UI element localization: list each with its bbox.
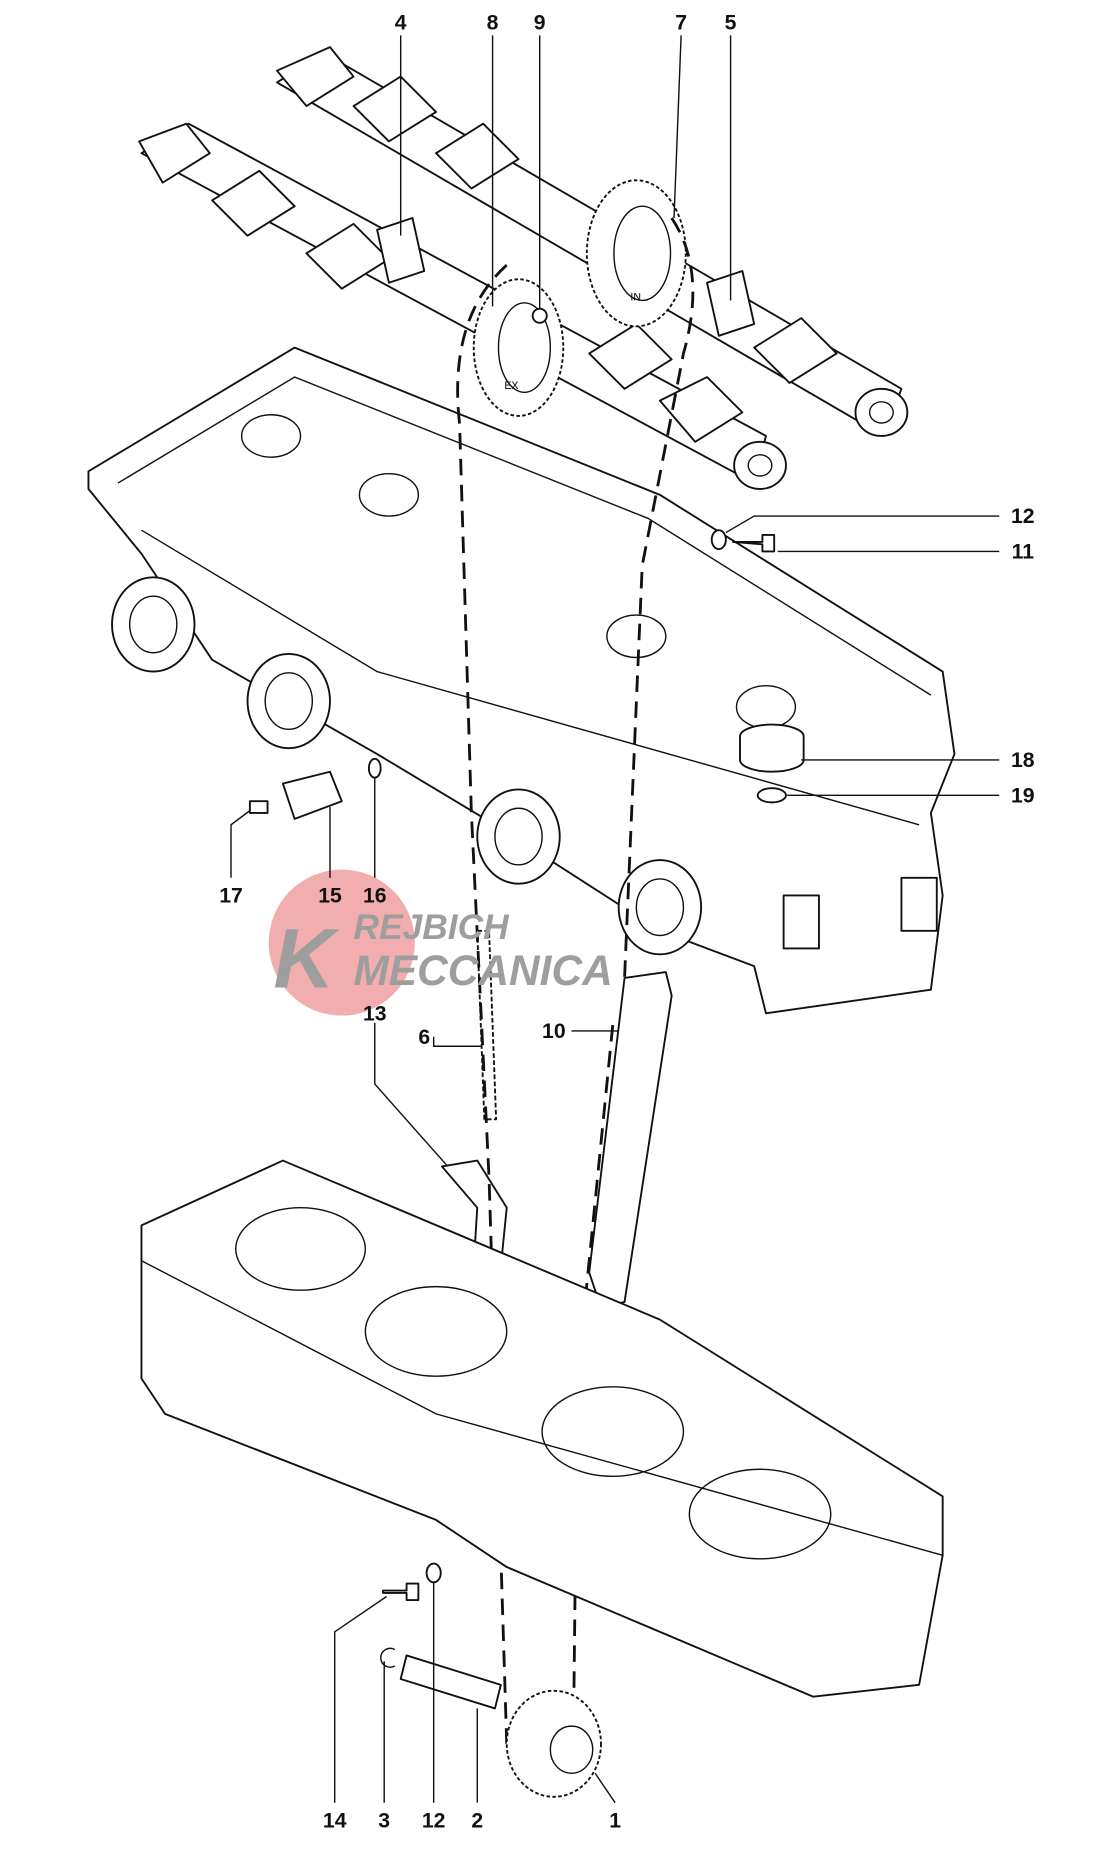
callout-17: 17	[219, 885, 243, 908]
callouts: 4 8 9 7 5 12 11 18 19 17 15 16 13 6 10 1…	[219, 11, 1035, 1832]
callout-14: 14	[323, 1809, 347, 1832]
watermark-line2: MECCANICA	[354, 947, 613, 994]
sprocket-bolt	[531, 307, 548, 324]
camshaft-exhaust	[138, 122, 787, 490]
callout-6: 6	[418, 1026, 430, 1049]
gasket-16	[367, 757, 382, 779]
chain-path-right	[623, 217, 695, 978]
sprocket-intake: IN	[585, 179, 687, 328]
callout-1: 1	[609, 1809, 621, 1832]
callout-18: 18	[1011, 749, 1035, 772]
callout-8: 8	[487, 11, 499, 34]
callout-11: 11	[1012, 540, 1035, 563]
watermark-line1: REJBICH	[354, 908, 511, 947]
watermark-logo: K REJBICH MECCANICA	[268, 869, 613, 1016]
bolt-14	[382, 1582, 420, 1601]
valve-shim	[756, 787, 787, 804]
chain-path-center	[572, 1024, 615, 1697]
callout-13: 13	[363, 1002, 387, 1025]
callout-16: 16	[363, 885, 387, 908]
callout-4: 4	[395, 11, 407, 34]
sprocket-in-mark: IN	[630, 291, 641, 303]
washer-12-bottom	[425, 1562, 442, 1584]
callout-3: 3	[378, 1809, 390, 1832]
sprocket-exhaust: EX	[472, 278, 565, 417]
callout-15: 15	[318, 885, 342, 908]
callout-7: 7	[675, 11, 687, 34]
bolt-11	[732, 533, 776, 553]
callout-9: 9	[534, 11, 546, 34]
gear-1	[505, 1689, 602, 1798]
cylinder-block	[140, 1159, 944, 1698]
callout-10: 10	[542, 1020, 566, 1043]
callout-12-top: 12	[1011, 505, 1035, 528]
watermark-circle	[268, 869, 415, 1016]
bolt-17	[248, 800, 269, 814]
sprocket-ex-mark: EX	[504, 380, 518, 392]
callout-19: 19	[1011, 784, 1035, 807]
shaft-2	[399, 1654, 502, 1710]
washer-12-top	[710, 529, 727, 550]
timing-chain-6	[476, 929, 498, 1121]
circlip-3	[380, 1647, 396, 1668]
valve-bucket	[739, 723, 805, 773]
leader-lines	[230, 35, 1000, 1804]
callout-12-bottom: 12	[422, 1809, 446, 1832]
callout-2: 2	[471, 1809, 483, 1832]
chain-tensioner-15	[281, 770, 343, 820]
callout-5: 5	[725, 11, 737, 34]
watermark-k: K	[273, 910, 340, 1005]
cylinder-head	[87, 346, 956, 1015]
